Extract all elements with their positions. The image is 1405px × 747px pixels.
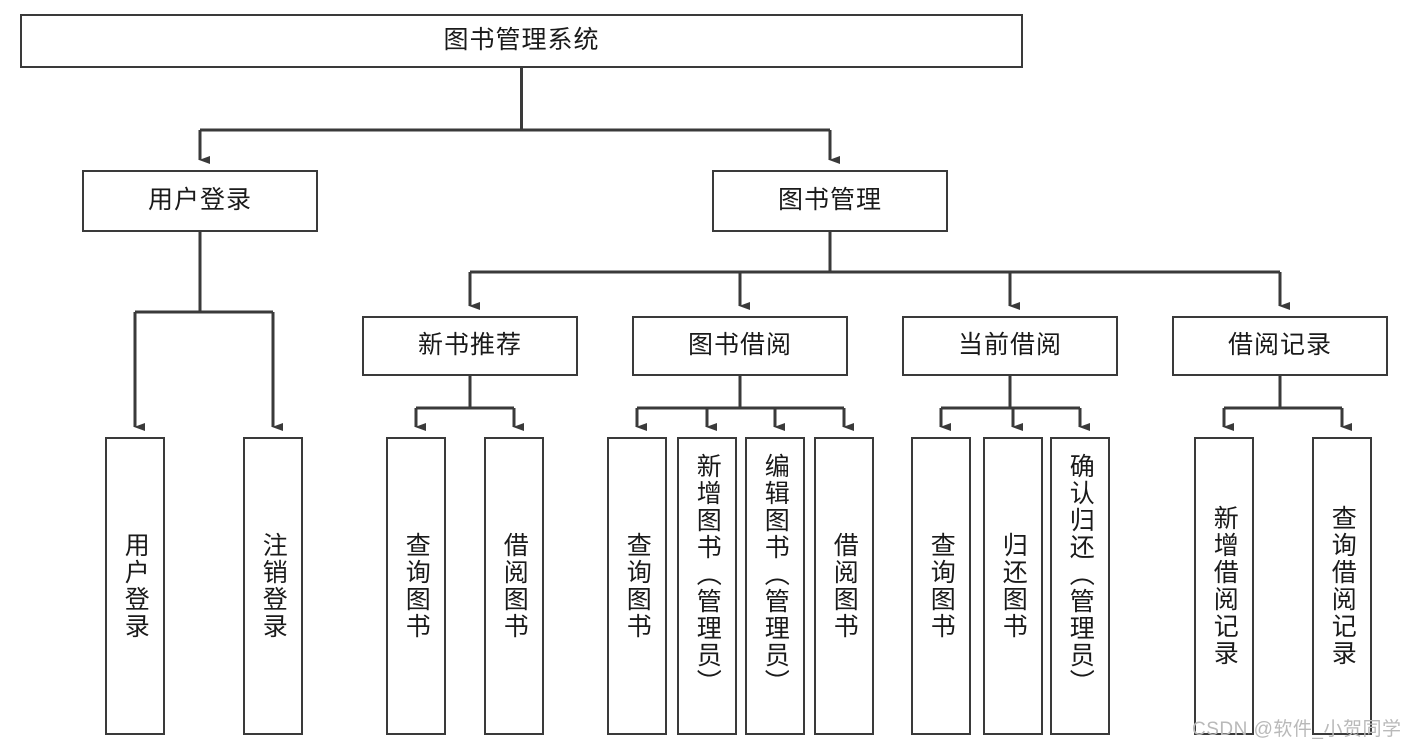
- node-leaf-borrow-book[interactable]: 借阅图书: [814, 437, 874, 735]
- node-leaf-confirm-return-admin[interactable]: 确认归还（管理员）: [1050, 437, 1110, 735]
- node-book-manage[interactable]: 图书管理: [712, 170, 948, 232]
- node-book-borrow-label: 图书借阅: [687, 331, 792, 360]
- node-leaf-query-book-current-label: 查询图书: [927, 532, 956, 640]
- node-leaf-user-login-label: 用户登录: [121, 532, 150, 640]
- node-current-borrow-label: 当前借阅: [957, 331, 1062, 360]
- node-new-book-rec[interactable]: 新书推荐: [362, 316, 578, 376]
- node-leaf-borrow-book-rec[interactable]: 借阅图书: [484, 437, 544, 735]
- node-leaf-query-book-rec-label: 查询图书: [402, 532, 431, 640]
- node-root[interactable]: 图书管理系统: [20, 14, 1023, 68]
- node-leaf-add-borrow-record-label: 新增借阅记录: [1210, 505, 1239, 667]
- node-root-label: 图书管理系统: [443, 26, 600, 55]
- node-new-book-rec-label: 新书推荐: [417, 331, 522, 360]
- node-leaf-query-book-borrow-label: 查询图书: [623, 532, 652, 640]
- node-leaf-add-borrow-record[interactable]: 新增借阅记录: [1194, 437, 1254, 735]
- node-leaf-add-book-admin[interactable]: 新增图书（管理员）: [677, 437, 737, 735]
- node-book-manage-label: 图书管理: [777, 186, 882, 215]
- node-borrow-record[interactable]: 借阅记录: [1172, 316, 1388, 376]
- node-user-login[interactable]: 用户登录: [82, 170, 318, 232]
- node-leaf-user-logout-label: 注销登录: [259, 532, 288, 640]
- node-current-borrow[interactable]: 当前借阅: [902, 316, 1118, 376]
- node-leaf-query-borrow-record[interactable]: 查询借阅记录: [1312, 437, 1372, 735]
- node-leaf-query-borrow-record-label: 查询借阅记录: [1328, 505, 1357, 667]
- node-leaf-query-book-current[interactable]: 查询图书: [911, 437, 971, 735]
- node-leaf-add-book-admin-label: 新增图书（管理员）: [693, 453, 722, 696]
- node-leaf-edit-book-admin-label: 编辑图书（管理员）: [761, 453, 790, 696]
- node-book-borrow[interactable]: 图书借阅: [632, 316, 848, 376]
- node-leaf-borrow-book-rec-label: 借阅图书: [500, 532, 529, 640]
- node-leaf-user-logout[interactable]: 注销登录: [243, 437, 303, 735]
- node-leaf-return-book[interactable]: 归还图书: [983, 437, 1043, 735]
- node-leaf-return-book-label: 归还图书: [999, 532, 1028, 640]
- node-user-login-label: 用户登录: [147, 186, 252, 215]
- node-leaf-user-login[interactable]: 用户登录: [105, 437, 165, 735]
- watermark-text: CSDN @软件_小贺同学: [1192, 719, 1402, 740]
- node-leaf-query-book-borrow[interactable]: 查询图书: [607, 437, 667, 735]
- node-leaf-query-book-rec[interactable]: 查询图书: [386, 437, 446, 735]
- node-leaf-confirm-return-admin-label: 确认归还（管理员）: [1066, 453, 1095, 696]
- node-leaf-edit-book-admin[interactable]: 编辑图书（管理员）: [745, 437, 805, 735]
- node-leaf-borrow-book-label: 借阅图书: [830, 532, 859, 640]
- node-borrow-record-label: 借阅记录: [1227, 331, 1332, 360]
